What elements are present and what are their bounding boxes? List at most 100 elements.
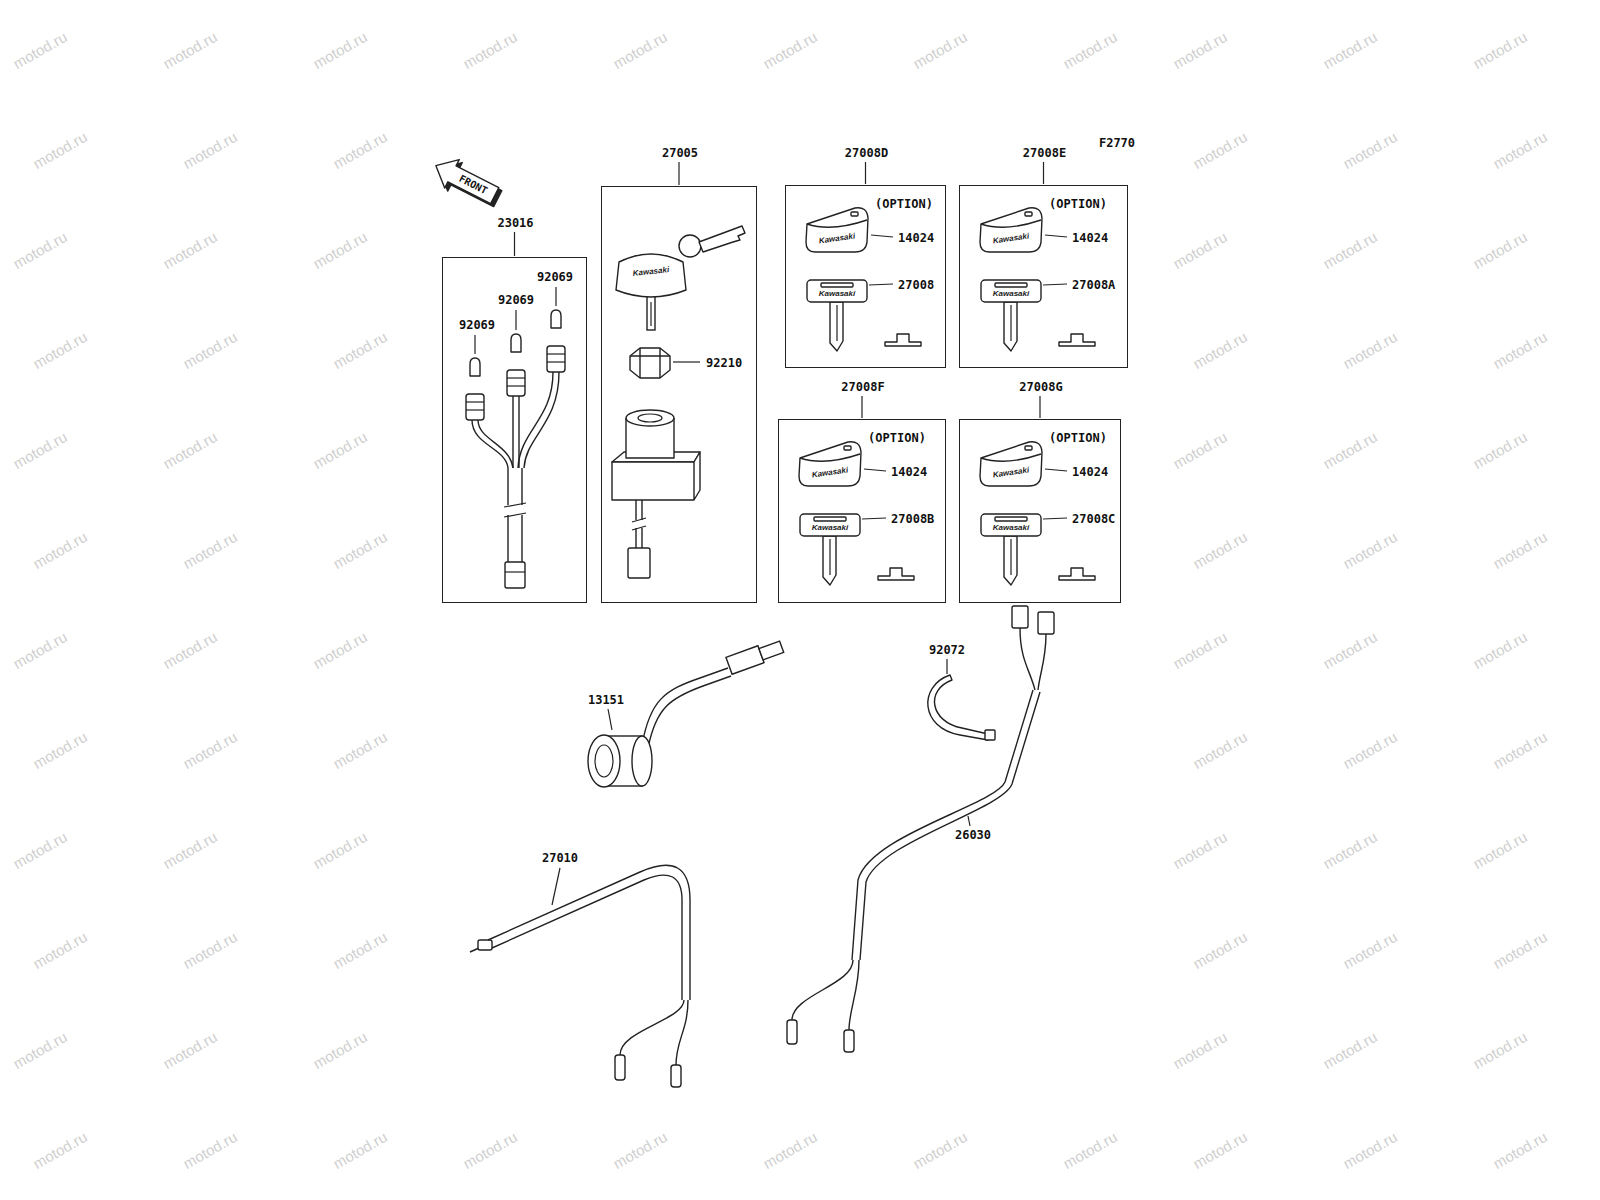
watermark: motod.ru xyxy=(611,1129,670,1172)
leader-line xyxy=(552,868,560,905)
wire-connector xyxy=(507,370,525,396)
brand-logo: Kawasaki xyxy=(993,290,1029,298)
break-mark xyxy=(632,518,646,522)
front-arrow xyxy=(429,151,502,209)
callout-number: 14024 xyxy=(1072,232,1108,244)
socket-connector xyxy=(726,638,785,674)
wire-terminal xyxy=(671,1065,681,1087)
watermark: motod.ru xyxy=(1061,1129,1120,1172)
watermark: motod.ru xyxy=(1491,329,1550,372)
connector-ring xyxy=(466,409,484,410)
watermark: motod.ru xyxy=(1341,529,1400,572)
knob-edge xyxy=(981,220,1041,227)
key-head xyxy=(800,514,860,536)
callout-number: 27008A xyxy=(1072,279,1115,291)
wire-terminal xyxy=(615,1055,625,1080)
leader-line xyxy=(474,335,475,354)
wire-terminal xyxy=(787,1020,797,1044)
socket-back xyxy=(632,736,652,786)
terminal-cap xyxy=(511,334,521,352)
wire-terminal xyxy=(844,1030,854,1052)
watermark: motod.ru xyxy=(1491,1129,1550,1172)
wire xyxy=(1038,634,1046,690)
watermark: motod.ru xyxy=(1491,129,1550,172)
key-code-symbol xyxy=(878,568,914,580)
leader-line xyxy=(1043,518,1067,519)
wire xyxy=(472,420,508,468)
watermark: motod.ru xyxy=(311,829,370,872)
parts-group-box: 27008F(OPTION)1402427008B xyxy=(778,419,946,603)
watermark: motod.ru xyxy=(1471,1029,1530,1072)
watermark: motod.ru xyxy=(1191,529,1250,572)
leader-line xyxy=(1045,469,1067,471)
callout-number: 14024 xyxy=(898,232,934,244)
watermark: motod.ru xyxy=(181,729,240,772)
watermark: motod.ru xyxy=(311,629,370,672)
watermark: motod.ru xyxy=(1341,729,1400,772)
watermark: motod.ru xyxy=(911,29,970,72)
option-note: (OPTION) xyxy=(1049,432,1107,444)
watermark: motod.ru xyxy=(1471,429,1530,472)
watermark: motod.ru xyxy=(1191,129,1250,172)
wire xyxy=(636,500,642,548)
watermark: motod.ru xyxy=(1321,29,1380,72)
watermark: motod.ru xyxy=(331,129,390,172)
harness-connector xyxy=(1012,606,1028,628)
watermark: motod.ru xyxy=(311,229,370,272)
connector-ring xyxy=(466,401,484,402)
knob-edge xyxy=(807,220,867,227)
harness-cable xyxy=(852,690,1033,960)
watermark: motod.ru xyxy=(1471,229,1530,272)
watermark: motod.ru xyxy=(1171,1029,1230,1072)
watermark: motod.ru xyxy=(11,829,70,872)
parts-group-box: 23016920699206992069 xyxy=(442,257,587,603)
socket-face xyxy=(588,735,620,787)
watermark: motod.ru xyxy=(1191,729,1250,772)
watermark: motod.ru xyxy=(311,29,370,72)
callout-number: 27008B xyxy=(891,513,934,525)
parts-group-box: 27008D(OPTION)1402427008 xyxy=(785,185,946,368)
watermark: motod.ru xyxy=(161,229,220,272)
watermark: motod.ru xyxy=(31,729,90,772)
socket-connector xyxy=(726,646,764,675)
key-blade xyxy=(699,226,745,252)
watermark: motod.ru xyxy=(1191,1129,1250,1172)
wire xyxy=(524,372,559,468)
key-knob xyxy=(980,442,1042,486)
watermark: motod.ru xyxy=(1321,229,1380,272)
leader-line xyxy=(1045,235,1067,237)
key-head xyxy=(616,254,686,297)
watermark: motod.ru xyxy=(31,329,90,372)
leader-line xyxy=(871,235,893,237)
diagram-code: F2770 xyxy=(1099,137,1135,149)
watermark: motod.ru xyxy=(1321,429,1380,472)
brand-logo: Kawasaki xyxy=(812,524,848,532)
part-number: 27008D xyxy=(845,147,888,159)
key-code-symbol xyxy=(885,334,921,346)
lead-cable xyxy=(492,875,682,1000)
watermark: motod.ru xyxy=(311,429,370,472)
key-slot xyxy=(821,283,853,287)
lead-cable xyxy=(488,865,690,1000)
watermark: motod.ru xyxy=(1321,629,1380,672)
leader-line xyxy=(864,469,886,471)
cable-band xyxy=(928,675,988,740)
watermark: motod.ru xyxy=(611,29,670,72)
key-groove xyxy=(650,302,651,326)
watermark: motod.ru xyxy=(1341,329,1400,372)
parts-group-box: 2700592210 xyxy=(601,186,757,603)
heading-tick xyxy=(1039,396,1040,418)
watermark: motod.ru xyxy=(461,29,520,72)
socket-face-inner xyxy=(595,745,613,777)
callout-number: 26030 xyxy=(955,829,991,841)
option-note: (OPTION) xyxy=(875,198,933,210)
option-note: (OPTION) xyxy=(1049,198,1107,210)
part-number: 27008G xyxy=(1019,381,1062,393)
watermark: motod.ru xyxy=(181,1129,240,1172)
watermark: motod.ru xyxy=(1321,1029,1380,1072)
brand-logo: Kawasaki xyxy=(993,524,1029,532)
hex-nut xyxy=(630,348,670,378)
watermark: motod.ru xyxy=(11,29,70,72)
watermark: motod.ru xyxy=(1171,629,1230,672)
